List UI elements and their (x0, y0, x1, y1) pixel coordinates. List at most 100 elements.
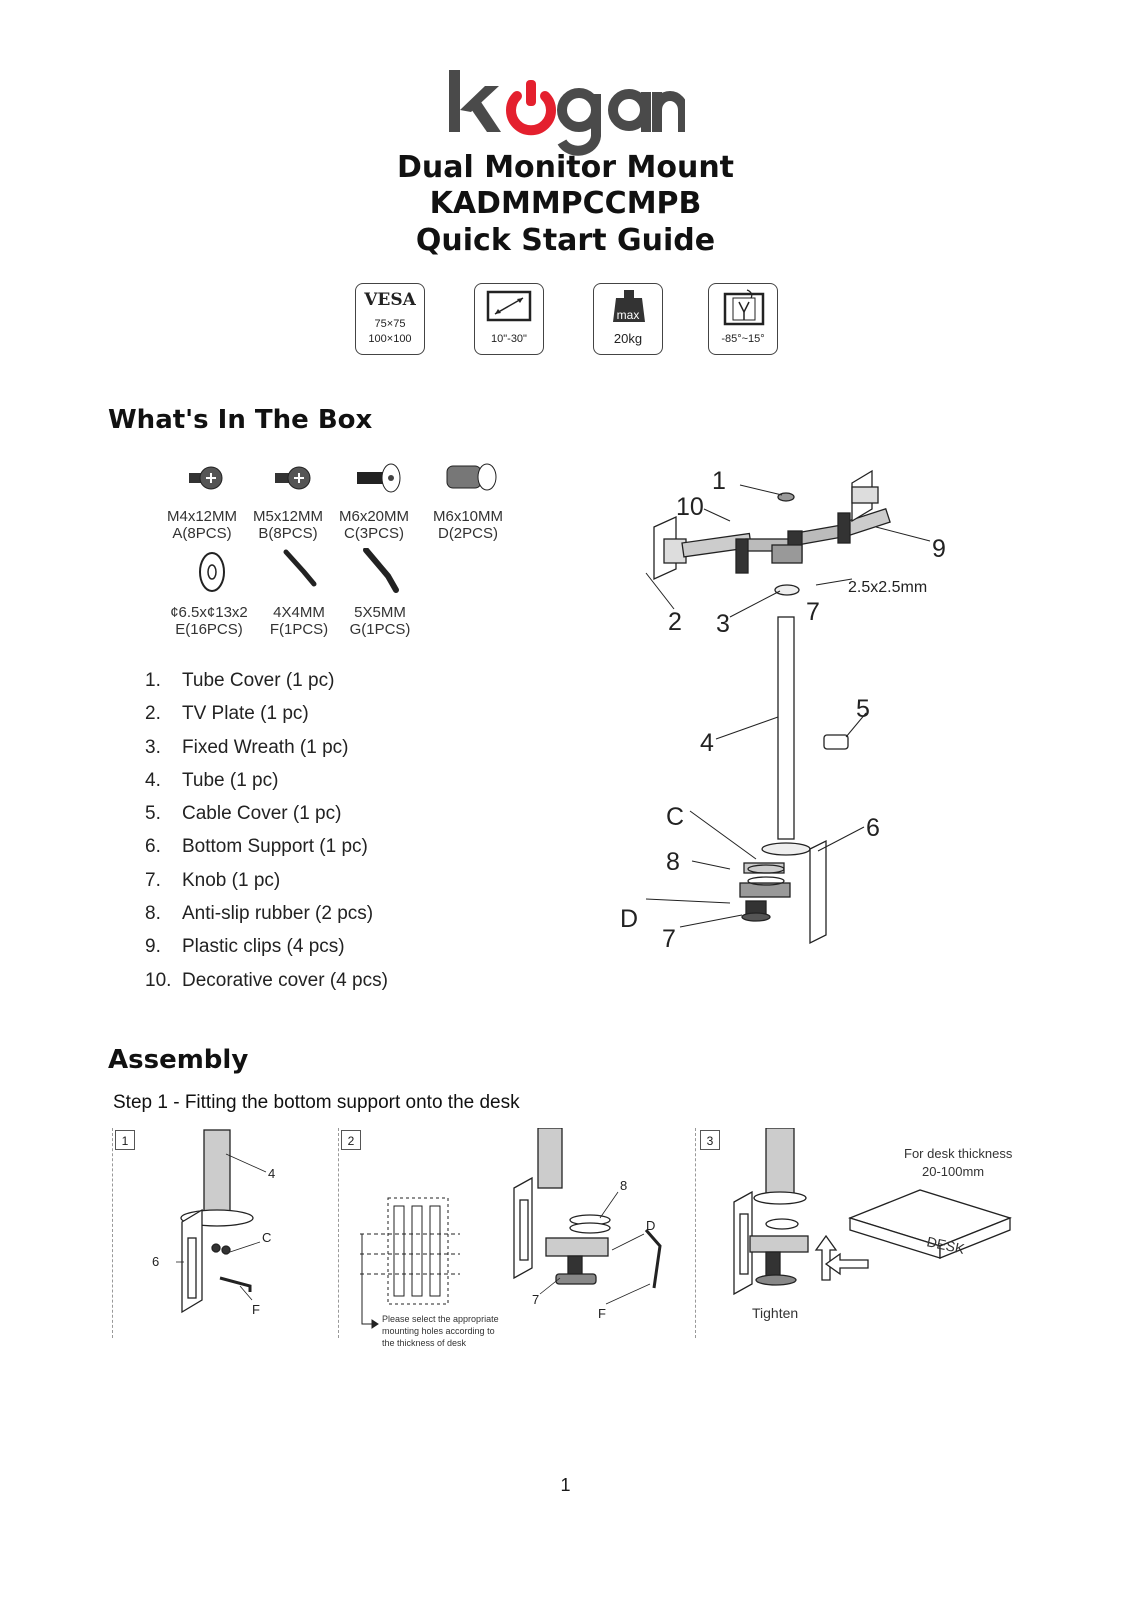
hw-d-qty: D(2PCS) (437, 525, 498, 542)
hex-key-5-icon (363, 548, 399, 593)
vesa-size-1: 75×75 (374, 318, 406, 330)
panel-divider (695, 1128, 696, 1338)
part-text: Tube Cover (1 pc) (182, 670, 335, 691)
part-text: Fixed Wreath (1 pc) (182, 736, 349, 758)
part-text: Plastic clips (4 pcs) (182, 936, 345, 958)
p3-desk-label: DESK (925, 1233, 966, 1257)
part-text: Decorative cover (4 pcs) (182, 969, 388, 991)
p1-label-c: C (262, 1230, 271, 1245)
hw-c-qty: C(3PCS) (343, 525, 404, 542)
part-num: 7. (145, 869, 161, 891)
diag-label-3: 3 (716, 610, 730, 638)
diag-label-4: 4 (700, 729, 714, 757)
diag-label-7-bottom: 7 (662, 925, 676, 953)
hw-e-size: ¢6.5x¢13x2 (170, 604, 248, 621)
hw-c-label: M6x20MM C(3PCS) (329, 508, 419, 542)
hw-a-size: M4x12MM (166, 508, 237, 525)
part-num: 5. (145, 803, 161, 825)
part-num: 10. (145, 969, 172, 991)
monitor-icon (486, 290, 532, 322)
screws-row (189, 463, 497, 493)
p2-note-line3: the thickness of desk (382, 1338, 467, 1348)
diag-label-8: 8 (666, 848, 680, 876)
mount-exploded-diagram: 1 10 9 2 3 7 2.5x2.5mm 5 4 C 6 8 D 7 (620, 467, 946, 953)
screen-size-badge: 10"-30" (474, 283, 544, 355)
part-num: 1. (145, 670, 161, 691)
tilt-badge: -85°~15° (708, 283, 778, 355)
part-num: 9. (145, 936, 161, 958)
part-text: Bottom Support (1 pc) (182, 836, 368, 858)
box-heading: What's In The Box (108, 405, 373, 435)
hw-f-label: 4X4MM F(1PCS) (254, 604, 344, 638)
diag-label-c: C (666, 803, 684, 831)
panel-divider (112, 1128, 113, 1338)
part-text: Cable Cover (1 pc) (182, 803, 342, 825)
p2-label-d: D (646, 1218, 655, 1233)
hw-a-qty: A(8PCS) (172, 525, 232, 542)
screen-size-label: 10"-30" (491, 333, 527, 345)
panel-number-1: 1 (115, 1130, 135, 1150)
vesa-badge: VESA 75×75 100×100 (355, 283, 425, 355)
hw-a-label: M4x12MM A(8PCS) (157, 508, 247, 542)
guide-title: Quick Start Guide (415, 223, 716, 258)
max-tag: max (616, 308, 640, 322)
washer-icon (199, 552, 225, 592)
hw-e-qty: E(16PCS) (175, 621, 243, 638)
hw-e-label: ¢6.5x¢13x2 E(16PCS) (164, 604, 254, 638)
diag-label-d: D (620, 905, 638, 933)
part-num: 6. (145, 836, 161, 858)
part-text: Anti-slip rubber (2 pcs) (182, 903, 374, 925)
p3-tighten-label: Tighten (752, 1305, 798, 1321)
max-weight-label: 20kg (613, 331, 643, 346)
screw-c-icon (357, 463, 401, 493)
assembly-heading: Assembly (108, 1045, 249, 1075)
vesa-size-2: 100×100 (368, 333, 412, 345)
hex-key-4-icon (283, 549, 317, 587)
hw-c-size: M6x20MM (338, 508, 409, 525)
panel-number-2: 2 (341, 1130, 361, 1150)
diag-label-hex: 2.5x2.5mm (848, 579, 927, 596)
step1-panel2-diagram: 8 D 7 F Please select the appropriate mo… (360, 1128, 662, 1348)
p3-thickness-line2: 20-100mm (922, 1164, 984, 1179)
screw-a-icon (189, 466, 223, 490)
vesa-word: VESA (364, 290, 416, 310)
p2-label-7: 7 (532, 1292, 539, 1307)
max-weight-badge: max 20kg (593, 283, 663, 355)
document-title: Dual Monitor Mount (396, 150, 735, 185)
hw-g-size: 5X5MM (354, 604, 406, 621)
hw-d-size: M6x10MM (432, 508, 503, 525)
hw-d-label: M6x10MM D(2PCS) (423, 508, 513, 542)
part-num: 2. (145, 703, 161, 725)
p1-label-4: 4 (268, 1166, 275, 1181)
tilt-icon (723, 289, 765, 326)
kogan-logo (449, 70, 685, 156)
part-num: 8. (145, 903, 161, 925)
step1-panel1-diagram: 4 C 6 F (152, 1129, 275, 1317)
diag-label-7-top: 7 (806, 598, 820, 626)
panel-divider (338, 1128, 339, 1338)
p2-label-8: 8 (620, 1178, 627, 1193)
p3-thickness-line1: For desk thickness (904, 1146, 1013, 1161)
diag-label-6: 6 (866, 814, 880, 842)
step1-panel3-diagram: For desk thickness 20-100mm DESK Tighten (733, 1128, 1013, 1321)
tilt-range-label: -85°~15° (721, 333, 765, 345)
part-text: TV Plate (1 pc) (182, 703, 309, 725)
hw-g-qty: G(1PCS) (349, 621, 411, 638)
diag-label-10: 10 (676, 493, 704, 521)
model-number: KADMMPCCMPB (429, 186, 702, 221)
part-num: 3. (145, 736, 161, 758)
panel-number-3: 3 (700, 1130, 720, 1150)
hw-b-label: M5x12MM B(8PCS) (243, 508, 333, 542)
step1-title: Step 1 - Fitting the bottom support onto… (113, 1092, 520, 1113)
p1-label-f: F (252, 1302, 260, 1317)
p2-note-line1: Please select the appropriate (382, 1314, 499, 1324)
p1-label-6: 6 (152, 1254, 159, 1269)
screw-b-icon (275, 466, 311, 490)
weight-icon (613, 290, 645, 322)
hw-f-qty: F(1PCS) (269, 621, 329, 638)
part-num: 4. (145, 769, 161, 791)
hw-g-label: 5X5MM G(1PCS) (335, 604, 425, 638)
diag-label-9: 9 (932, 535, 946, 563)
diag-label-2: 2 (668, 608, 682, 636)
part-text: Tube (1 pc) (182, 769, 279, 791)
